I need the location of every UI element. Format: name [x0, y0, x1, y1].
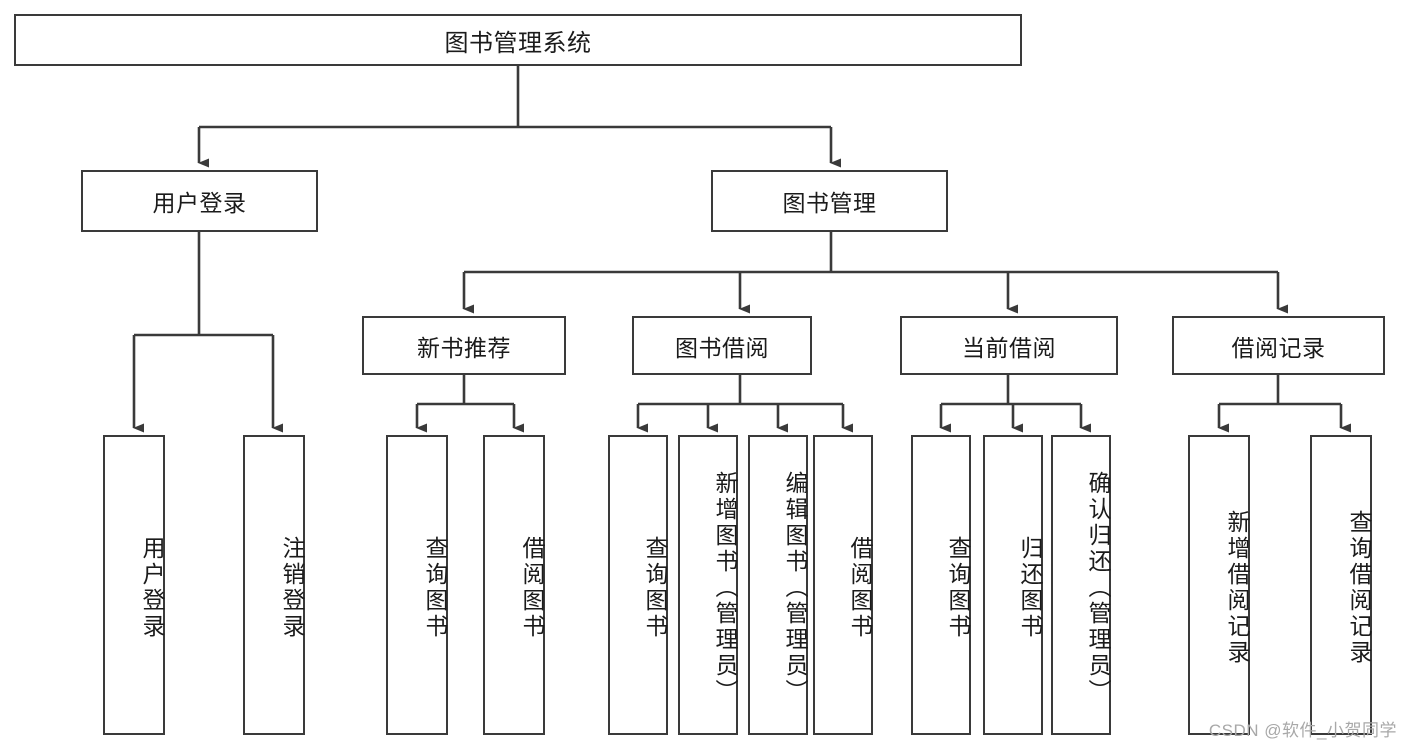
node-label: 当前借阅	[962, 334, 1056, 361]
leaf-borrow-books-new-rec[interactable]: 借阅图书	[483, 435, 545, 735]
leaf-borrow-books[interactable]: 借阅图书	[813, 435, 873, 735]
leaf-add-book-admin[interactable]: 新增图书（管理员）	[678, 435, 738, 735]
leaf-query-borrow-record[interactable]: 查询借阅记录	[1310, 435, 1372, 735]
node-label: 图书管理	[782, 190, 877, 216]
leaf-query-books-new-rec[interactable]: 查询图书	[386, 435, 448, 735]
leaf-return-books[interactable]: 归还图书	[983, 435, 1043, 735]
node-new-book-recommendation[interactable]: 新书推荐	[362, 316, 566, 375]
node-label: 图书管理系统	[444, 29, 592, 57]
leaf-add-borrow-record[interactable]: 新增借阅记录	[1188, 435, 1250, 735]
node-book-management[interactable]: 图书管理	[711, 170, 948, 232]
node-label: 新增借阅记录	[1224, 510, 1250, 666]
node-label: 借阅图书	[847, 536, 873, 640]
node-book-borrowing[interactable]: 图书借阅	[632, 316, 812, 375]
leaf-query-books-borrow[interactable]: 查询图书	[608, 435, 668, 735]
node-borrowing-records[interactable]: 借阅记录	[1172, 316, 1385, 375]
node-label: 查询借阅记录	[1346, 510, 1372, 666]
node-current-borrowing[interactable]: 当前借阅	[900, 316, 1118, 375]
node-label: 查询图书	[945, 536, 971, 640]
node-label: 借阅记录	[1231, 334, 1326, 361]
leaf-confirm-return-admin[interactable]: 确认归还（管理员）	[1051, 435, 1111, 735]
node-label: 归还图书	[1017, 536, 1043, 640]
node-label: 查询图书	[422, 536, 448, 640]
node-label: 编辑图书（管理员）	[782, 471, 808, 705]
node-label: 注销登录	[279, 536, 305, 640]
node-label: 新书推荐	[417, 334, 511, 361]
node-root-book-management-system[interactable]: 图书管理系统	[14, 14, 1022, 66]
leaf-user-login[interactable]: 用户登录	[103, 435, 165, 735]
leaf-query-books-current[interactable]: 查询图书	[911, 435, 971, 735]
leaf-logout[interactable]: 注销登录	[243, 435, 305, 735]
node-label: 借阅图书	[519, 536, 545, 640]
node-user-login[interactable]: 用户登录	[81, 170, 318, 232]
node-label: 用户登录	[139, 536, 165, 640]
node-label: 查询图书	[642, 536, 668, 640]
node-label: 图书借阅	[675, 334, 769, 361]
leaf-edit-book-admin[interactable]: 编辑图书（管理员）	[748, 435, 808, 735]
node-label: 新增图书（管理员）	[712, 471, 738, 705]
node-label: 用户登录	[152, 190, 247, 216]
csdn-watermark: CSDN @软件_小贺同学	[1208, 721, 1397, 740]
node-label: 确认归还（管理员）	[1085, 471, 1111, 705]
